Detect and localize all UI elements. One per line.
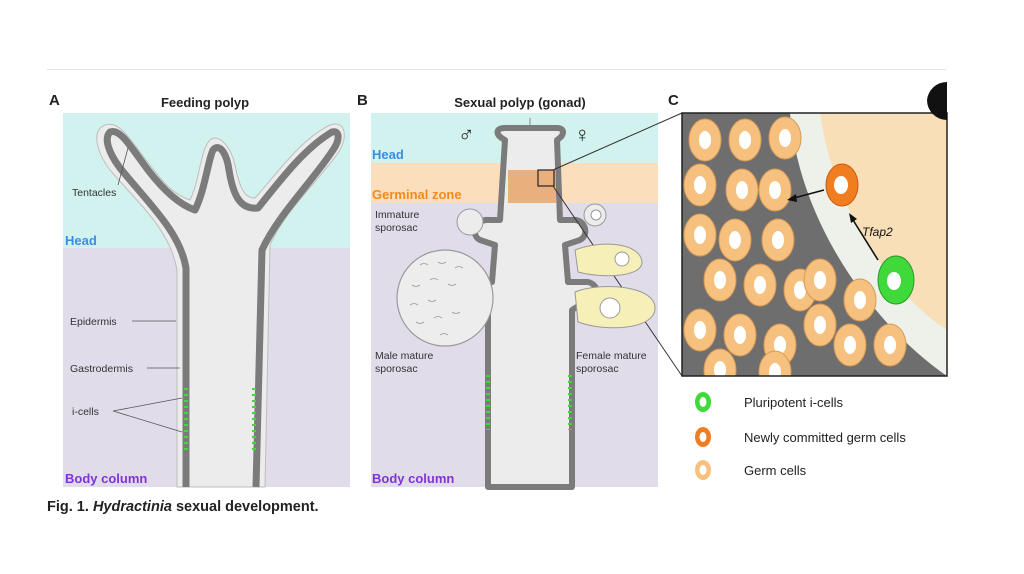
caption-suffix: sexual development. bbox=[175, 499, 319, 515]
legend-label-committed: Newly committed germ cells bbox=[744, 430, 906, 445]
female-sporosac-upper bbox=[574, 243, 643, 277]
label-body-column-b: Body column bbox=[372, 471, 454, 486]
germ-cell-nucleus bbox=[694, 321, 706, 339]
zoom-box bbox=[537, 169, 555, 187]
legend-label-icells: Pluripotent i-cells bbox=[744, 395, 843, 410]
immature-sporosac-left bbox=[456, 208, 484, 236]
germ-cell-nucleus bbox=[772, 231, 784, 249]
germ-cell-grid bbox=[683, 116, 907, 376]
label-immature-1: Immature bbox=[375, 209, 420, 221]
panel-a-diagram: Tentacles Head Epidermis Gastrodermis i-… bbox=[63, 113, 350, 488]
germ-cell-nucleus bbox=[694, 176, 706, 194]
label-female-1: Female mature bbox=[576, 350, 647, 362]
label-male-1: Male mature bbox=[375, 350, 434, 362]
gene-label-tfap2: Tfap2 bbox=[862, 225, 893, 239]
germ-cell-nucleus bbox=[814, 316, 826, 334]
legend-item-germ: Germ cells bbox=[695, 460, 807, 480]
panel-c-zoom: Tfap2 bbox=[681, 81, 948, 377]
label-male-2: sporosac bbox=[375, 363, 418, 375]
corner-mark bbox=[927, 81, 947, 120]
female-symbol: ♀ bbox=[574, 122, 591, 147]
top-divider bbox=[47, 69, 946, 70]
germ-cell-nucleus bbox=[774, 336, 786, 354]
panel-b-letter: B bbox=[357, 92, 368, 109]
germ-cell-nucleus bbox=[779, 129, 791, 147]
germ-cell-nucleus bbox=[734, 326, 746, 344]
label-immature-2: sporosac bbox=[375, 222, 418, 234]
germ-cell-nucleus bbox=[814, 271, 826, 289]
germ-cell-nucleus bbox=[739, 131, 751, 149]
male-sporosac bbox=[396, 249, 494, 347]
label-head-b: Head bbox=[372, 147, 404, 162]
germ-cell-nucleus bbox=[769, 181, 781, 199]
caption-prefix: Fig. 1. bbox=[47, 499, 89, 515]
germ-cell-nucleus bbox=[769, 363, 781, 376]
male-symbol: ♂ bbox=[458, 122, 475, 147]
label-icells: i-cells bbox=[72, 406, 99, 418]
panel-b-title: Sexual polyp (gonad) bbox=[454, 95, 586, 110]
label-gastrodermis: Gastrodermis bbox=[70, 363, 133, 375]
legend: Pluripotent i-cells Newly committed germ… bbox=[695, 392, 906, 480]
panel-a-title: Feeding polyp bbox=[160, 95, 250, 110]
label-body-column-a: Body column bbox=[65, 471, 147, 486]
germ-cell-nucleus bbox=[714, 271, 726, 289]
caption-species: Hydractinia bbox=[92, 499, 172, 515]
gastrodermis-layer bbox=[103, 128, 342, 488]
germ-cell-nucleus bbox=[884, 336, 896, 354]
germ-cell-nucleus bbox=[854, 291, 866, 309]
germ-cell-nucleus bbox=[694, 226, 706, 244]
germ-cell-nucleus bbox=[844, 336, 856, 354]
germ-cell-nucleus bbox=[729, 231, 741, 249]
germ-cell-nucleus bbox=[736, 181, 748, 199]
germ-cell-nucleus bbox=[714, 361, 726, 376]
label-epidermis: Epidermis bbox=[70, 316, 117, 328]
germ-cell-nucleus bbox=[794, 281, 806, 299]
legend-item-committed: Newly committed germ cells bbox=[695, 427, 906, 447]
label-head-a: Head bbox=[65, 233, 97, 248]
legend-item-icells: Pluripotent i-cells bbox=[695, 392, 843, 412]
figure-caption: Fig. 1. Hydractinia sexual development. bbox=[47, 499, 319, 515]
panel-c-letter: C bbox=[668, 92, 679, 109]
label-female-2: sporosac bbox=[576, 363, 619, 375]
legend-label-germ: Germ cells bbox=[744, 463, 807, 478]
label-germinal-zone: Germinal zone bbox=[372, 187, 462, 202]
germ-cell-nucleus bbox=[754, 276, 766, 294]
panel-a-letter: A bbox=[49, 92, 60, 109]
panel-b-diagram: ♂ ♀ Head Germinal zone Immature sporosac… bbox=[371, 112, 683, 490]
germ-cell-nucleus bbox=[699, 131, 711, 149]
label-tentacles: Tentacles bbox=[72, 187, 116, 199]
